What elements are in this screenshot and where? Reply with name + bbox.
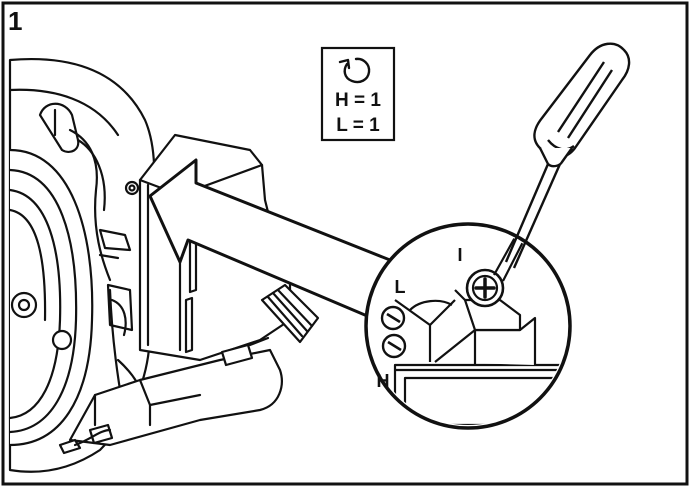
- l-setting-label: L = 1: [336, 115, 380, 136]
- h-setting-label: H = 1: [335, 90, 381, 111]
- idle-screw-label: I: [457, 245, 462, 265]
- screwdriver-icon: [504, 42, 631, 269]
- step-number: 1: [8, 6, 22, 36]
- low-speed-screw-label: L: [395, 277, 406, 297]
- setting-panel: H = 1 L = 1: [320, 46, 396, 142]
- counterclockwise-rotation-arrow-icon: [338, 57, 371, 84]
- high-speed-screw-label: H: [377, 371, 390, 391]
